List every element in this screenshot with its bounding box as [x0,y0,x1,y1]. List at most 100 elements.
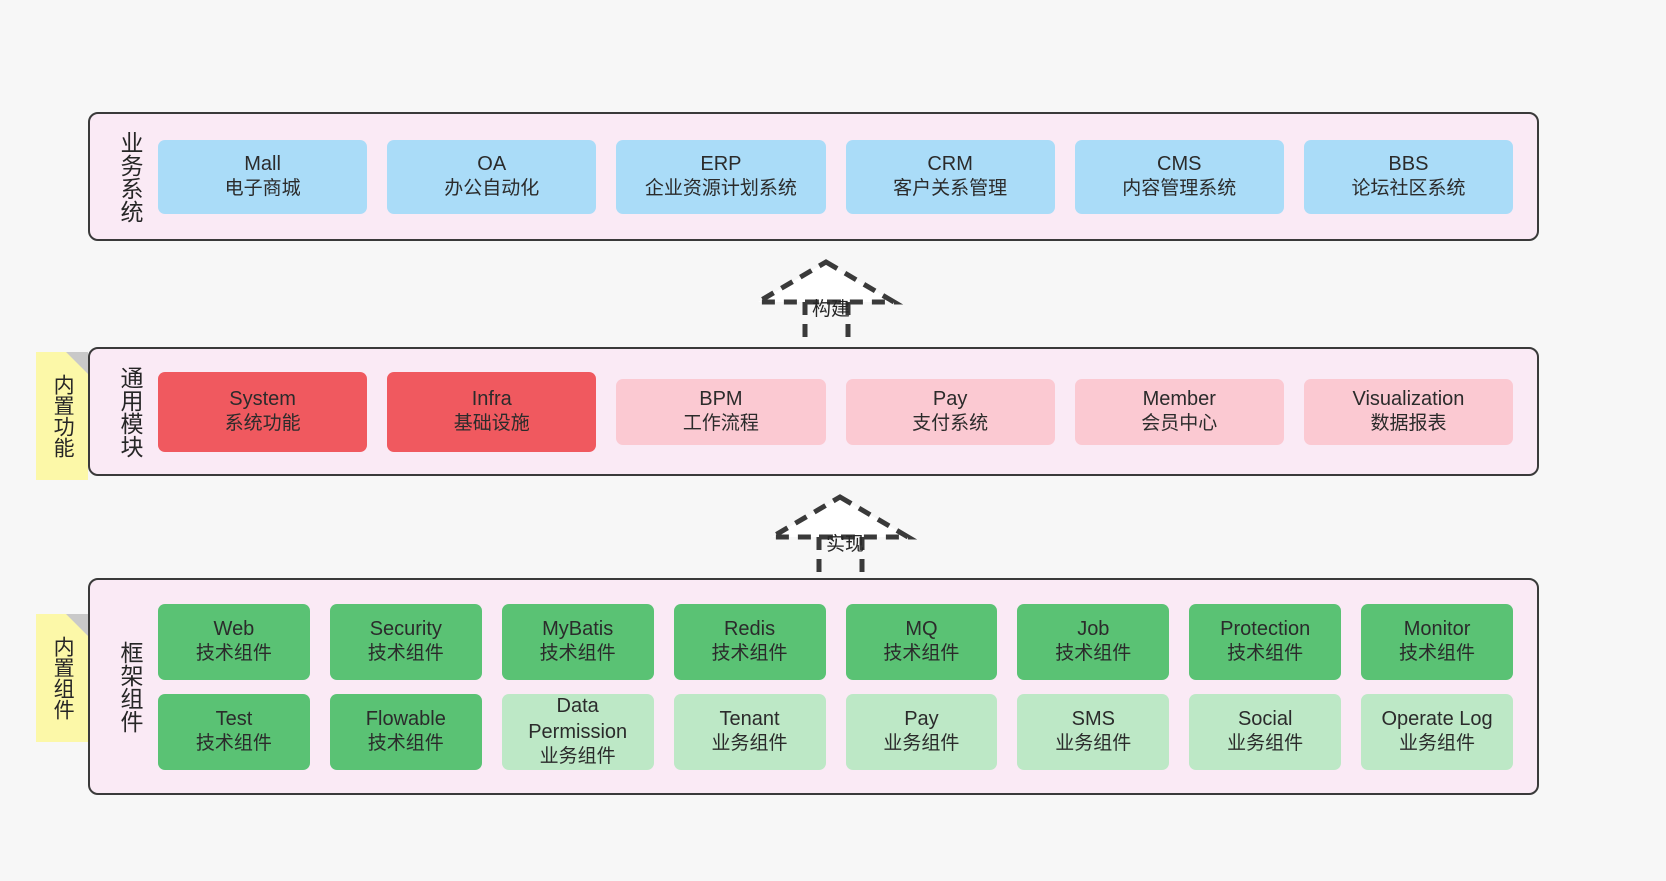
cell: Mall 电子商城 [158,139,368,214]
cell: Data Permission 业务组件 [501,693,654,770]
cell: CRM 客户关系管理 [845,139,1055,214]
cell: SMS 业务组件 [1017,693,1170,770]
box-subtitle: 技术组件 [883,643,960,665]
system-box-erp[interactable]: ERP 企业资源计划系统 [616,139,826,214]
layer-body-common-modules: System 系统功能 Infra 基础设施 BPM 工作流程 [142,349,1537,474]
box-title: MQ [905,618,938,641]
module-box-bpm[interactable]: BPM 工作流程 [616,378,826,445]
box-subtitle: 业务组件 [1399,733,1476,755]
box-title: System [229,388,296,411]
box-title: Test [215,708,253,731]
box-title: Operate Log [1381,708,1493,731]
box-title: SMS [1071,708,1115,731]
layer-title-common-modules: 通用模块 [117,365,143,458]
component-box-tenant[interactable]: Tenant 业务组件 [673,693,826,770]
component-box-flowable[interactable]: Flowable 技术组件 [329,693,482,770]
layer-panel-framework-components[interactable]: 框架组件 Web 技术组件 Security 技术组件 [88,578,1539,795]
module-box-system[interactable]: System 系统功能 [158,371,368,452]
cell: Visualization 数据报表 [1303,372,1514,452]
box-title: OA [477,153,507,176]
component-box-data-permission[interactable]: Data Permission 业务组件 [501,693,654,770]
box-row: Test 技术组件 Flowable 技术组件 Data Permission … [148,693,1523,770]
box-row: Mall 电子商城 OA 办公自动化 ERP 企业资源计划系统 [148,139,1523,214]
module-box-infra[interactable]: Infra 基础设施 [387,371,597,452]
box-title: CMS [1157,153,1202,176]
cell: Security 技术组件 [329,603,482,680]
box-subtitle: 技术组件 [1227,643,1304,665]
module-box-member[interactable]: Member 会员中心 [1074,378,1284,445]
box-title: Social [1237,708,1293,731]
cell: MyBatis 技术组件 [501,603,654,680]
cell: Flowable 技术组件 [329,693,482,770]
box-subtitle: 业务组件 [1227,733,1304,755]
component-box-test[interactable]: Test 技术组件 [158,693,310,770]
cell: Pay 业务组件 [845,693,998,770]
box-subtitle: 支付系统 [912,413,989,435]
box-subtitle: 技术组件 [195,643,272,665]
box-title: Job [1077,618,1110,641]
box-subtitle: 业务组件 [539,746,616,768]
box-subtitle: 业务组件 [1055,733,1132,755]
connector-build-arrow [755,259,904,346]
component-box-security[interactable]: Security 技术组件 [329,603,482,680]
system-box-bbs[interactable]: BBS 论坛社区系统 [1303,139,1514,214]
cell: MQ 技术组件 [845,603,998,680]
box-title: Protection [1220,618,1311,641]
box-subtitle: 企业资源计划系统 [644,178,797,200]
system-box-crm[interactable]: CRM 客户关系管理 [845,139,1055,214]
sticky-note-label: 内置组件 [51,636,75,720]
connector-build-label: 构建 [812,299,851,320]
component-box-protection[interactable]: Protection 技术组件 [1189,603,1342,680]
component-box-web[interactable]: Web 技术组件 [158,603,310,680]
component-box-monitor[interactable]: Monitor 技术组件 [1361,603,1513,680]
cell: Monitor 技术组件 [1361,603,1513,680]
box-title: Flowable [365,708,446,731]
layer-panel-business-systems[interactable]: 业务系统 Mall 电子商城 OA 办公自动化 E [88,112,1539,241]
cell: Operate Log 业务组件 [1361,693,1513,770]
sticky-note-label: 内置功能 [51,374,75,458]
box-title: Mall [244,153,281,176]
box-title: BPM [699,388,743,411]
box-title: Redis [723,618,776,641]
cell: Web 技术组件 [158,603,310,680]
module-box-visualization[interactable]: Visualization 数据报表 [1303,378,1514,445]
cell: Test 技术组件 [158,693,310,770]
cell: Tenant 业务组件 [673,693,826,770]
connector-implement-arrow [769,494,918,581]
box-title: Web [213,618,255,641]
box-subtitle: 数据报表 [1370,413,1447,435]
box-title: CRM [927,153,973,176]
box-title: Monitor [1403,618,1471,641]
component-box-mq[interactable]: MQ 技术组件 [845,603,998,680]
component-box-job[interactable]: Job 技术组件 [1017,603,1170,680]
box-title: MyBatis [542,618,614,641]
layer-body-framework-components: Web 技术组件 Security 技术组件 MyBatis 技术组件 [142,580,1537,793]
box-subtitle: 客户关系管理 [893,178,1008,200]
component-box-operate-log[interactable]: Operate Log 业务组件 [1361,693,1513,770]
component-box-redis[interactable]: Redis 技术组件 [673,603,826,680]
cell: Infra 基础设施 [387,371,597,452]
component-box-sms[interactable]: SMS 业务组件 [1017,693,1170,770]
box-subtitle: 办公自动化 [444,178,540,200]
box-title: BBS [1388,153,1429,176]
cell: ERP 企业资源计划系统 [616,139,826,214]
system-box-cms[interactable]: CMS 内容管理系统 [1074,139,1284,214]
box-subtitle: 会员中心 [1141,413,1218,435]
box-title: Pay [904,708,939,731]
page-fold-icon [66,614,88,636]
system-box-oa[interactable]: OA 办公自动化 [387,139,597,214]
component-box-pay[interactable]: Pay 业务组件 [845,693,998,770]
box-subtitle: 论坛社区系统 [1351,178,1466,200]
component-box-mybatis[interactable]: MyBatis 技术组件 [501,603,654,680]
box-subtitle: 技术组件 [367,643,444,665]
box-subtitle: 内容管理系统 [1122,178,1237,200]
system-box-mall[interactable]: Mall 电子商城 [158,139,368,214]
box-subtitle: 技术组件 [367,733,444,755]
module-box-pay[interactable]: Pay 支付系统 [845,378,1055,445]
connector-implement-label: 实现 [826,534,865,555]
layer-panel-common-modules[interactable]: 通用模块 System 系统功能 Infra 基础设施 [88,347,1539,476]
component-box-social[interactable]: Social 业务组件 [1189,693,1342,770]
cell: BPM 工作流程 [616,372,826,452]
cell: Job 技术组件 [1017,603,1170,680]
